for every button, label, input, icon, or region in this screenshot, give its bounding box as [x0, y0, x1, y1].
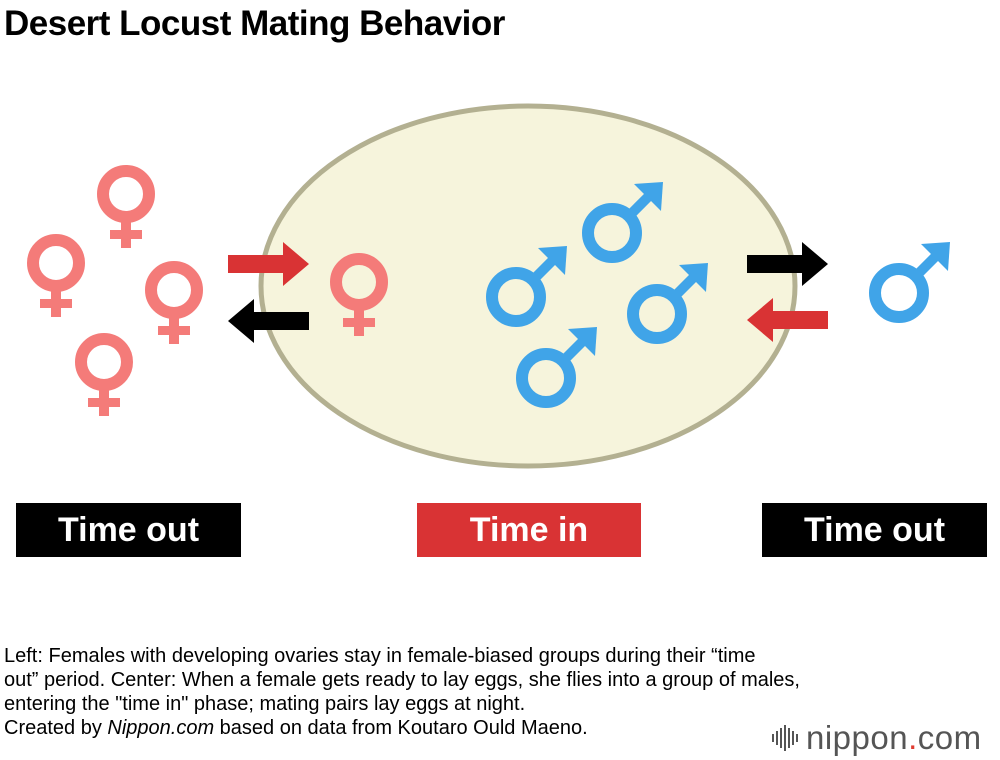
- female-symbol-icon: [33, 240, 79, 317]
- page-title: Desert Locust Mating Behavior: [4, 4, 505, 43]
- arrow-right-icon: [228, 242, 309, 286]
- female-symbol-icon: [81, 339, 127, 416]
- caption: Left: Females with developing ovaries st…: [4, 644, 1000, 740]
- logo-mark-icon: [772, 725, 798, 751]
- nippon-logo: nippon.com: [772, 718, 982, 758]
- credit-line: Created by Nippon.com based on data from…: [4, 716, 1000, 740]
- female-symbol-icon: [151, 267, 197, 344]
- male-symbol-icon: [875, 242, 950, 317]
- caption-line: out” period. Center: When a female gets …: [4, 669, 800, 691]
- caption-line: Left: Females with developing ovaries st…: [4, 645, 756, 667]
- arrow-left-icon: [747, 298, 828, 342]
- credit-prefix: Created by: [4, 717, 108, 739]
- credit-source: Nippon.com: [107, 717, 215, 739]
- time-in-label: Time in: [417, 503, 641, 557]
- time-out-left-text: Time out: [57, 510, 200, 549]
- credit-suffix: based on data from Koutaro Ould Maeno.: [214, 717, 588, 739]
- logo-tld: com: [917, 719, 982, 756]
- time-out-left-label: Time out: [16, 503, 241, 557]
- time-out-right-label: Time out: [762, 503, 987, 557]
- time-out-right-text: Time out: [803, 510, 946, 549]
- arrow-left-icon: [228, 299, 309, 343]
- time-in-text: Time in: [469, 510, 589, 549]
- logo-dot: .: [908, 719, 918, 756]
- female-symbol-icon: [103, 171, 149, 248]
- logo-name: nippon: [806, 719, 909, 756]
- arrow-right-icon: [747, 242, 828, 286]
- logo-text: nippon.com: [806, 719, 982, 757]
- caption-line: entering the "time in" phase; mating pai…: [4, 693, 526, 715]
